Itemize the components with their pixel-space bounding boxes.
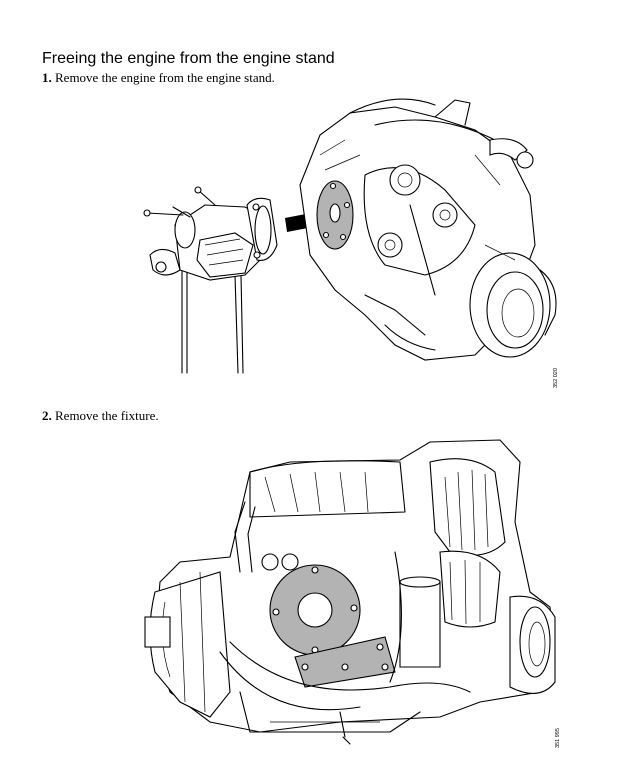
step-2: 2. Remove the fixture. bbox=[42, 408, 159, 424]
engine-fixture-illustration bbox=[144, 439, 556, 745]
step-1: 1. Remove the engine from the engine sta… bbox=[42, 70, 275, 86]
fixture-bracket bbox=[294, 636, 396, 688]
figure-1-id: 352 020 bbox=[553, 368, 559, 388]
wiring bbox=[219, 551, 471, 711]
oil-filter bbox=[399, 581, 441, 668]
figure-engine-stand bbox=[135, 95, 565, 380]
stand-legs bbox=[181, 269, 244, 374]
step-2-number: 2. bbox=[42, 408, 52, 423]
flywheel-housing bbox=[149, 571, 231, 718]
engine-stand-illustration bbox=[143, 98, 557, 374]
step-1-text: Remove the engine from the engine stand. bbox=[55, 70, 275, 85]
step-1-number: 1. bbox=[42, 70, 52, 85]
step-2-text: Remove the fixture. bbox=[55, 408, 159, 423]
figure-engine-fixture bbox=[140, 432, 560, 752]
stand-handles bbox=[146, 189, 216, 218]
alternator bbox=[429, 458, 506, 556]
page-heading: Freeing the engine from the engine stand bbox=[42, 50, 335, 67]
figure-2-id: 351 995 bbox=[555, 728, 561, 748]
pipes bbox=[234, 501, 256, 573]
